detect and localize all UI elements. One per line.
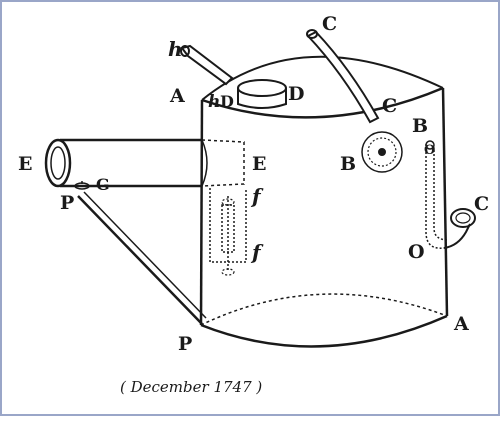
label-e-left: E [18, 153, 32, 175]
spout-c-inner [455, 212, 471, 224]
label-o-bottom: O [408, 241, 425, 263]
caption: ( December 1747 ) [120, 378, 262, 396]
label-g: G [96, 175, 110, 194]
label-b-right: B [412, 115, 428, 137]
tube-c [306, 30, 380, 124]
tube-c-end [306, 29, 318, 39]
wheel-b-inner [367, 137, 397, 167]
cylinder-left-side [199, 99, 204, 326]
label-c-spout: C [474, 193, 489, 215]
pipe-o-dotted-left [425, 144, 445, 249]
tube-e-end [44, 138, 72, 188]
wheel-b-hub [378, 148, 386, 156]
rod-p-top [77, 195, 203, 325]
label-d-right: D [288, 83, 304, 105]
label-p-lower: P [178, 333, 192, 355]
label-e-right: E [252, 153, 266, 175]
label-f-upper: f [250, 184, 264, 208]
cylinder-right-side [441, 87, 449, 317]
lid-side [237, 88, 287, 109]
label-h-inner: h [208, 92, 220, 112]
label-f-lower: f [250, 240, 264, 264]
valve-o [425, 140, 435, 150]
tube-h-end [180, 45, 190, 57]
pipe-o-dotted-right [433, 150, 449, 241]
tube-e-joint [201, 139, 208, 187]
label-c-lower: C [382, 95, 397, 117]
label-c-top: C [322, 13, 337, 35]
cylinder-bottom-back-dotted [200, 293, 448, 326]
label-a-left: A [169, 85, 185, 107]
piston-f-top-cap [221, 198, 235, 206]
cylinder-top-front-edge [201, 86, 444, 119]
label-p-upper: P [60, 192, 74, 214]
label-a-right: A [453, 313, 469, 335]
tube-e-end-inner [50, 146, 66, 180]
cylinder-bottom-front [200, 314, 448, 348]
label-o-top: O [424, 143, 435, 158]
spout-curve [443, 223, 471, 249]
spout-c-mouth [450, 208, 476, 228]
label-h-top: h [168, 37, 183, 61]
piston-f-bottom-cap [221, 268, 235, 276]
tube-e-inside-dotted [201, 139, 245, 187]
lid-top [237, 79, 287, 97]
rod-p-bottom [83, 191, 207, 319]
wheel-b-outer [361, 131, 403, 173]
label-b-left: B [340, 153, 356, 175]
label-d-left: D [220, 92, 234, 111]
